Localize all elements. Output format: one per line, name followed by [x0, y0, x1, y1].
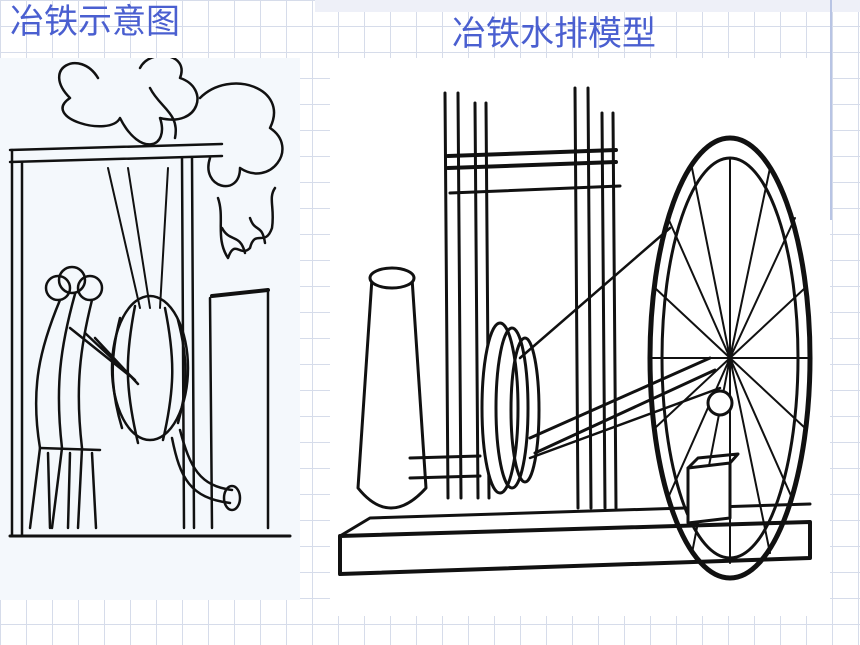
top-band: [315, 0, 860, 12]
water-wheel-model-icon: [338, 86, 813, 581]
right-rule: [830, 0, 832, 220]
right-title: 冶铁水排模型: [452, 14, 656, 54]
left-title: 冶铁示意图: [10, 2, 180, 42]
right-model-panel: [330, 58, 830, 616]
left-illustration-panel: [0, 58, 300, 600]
bellows-illustration-icon: [8, 58, 292, 538]
